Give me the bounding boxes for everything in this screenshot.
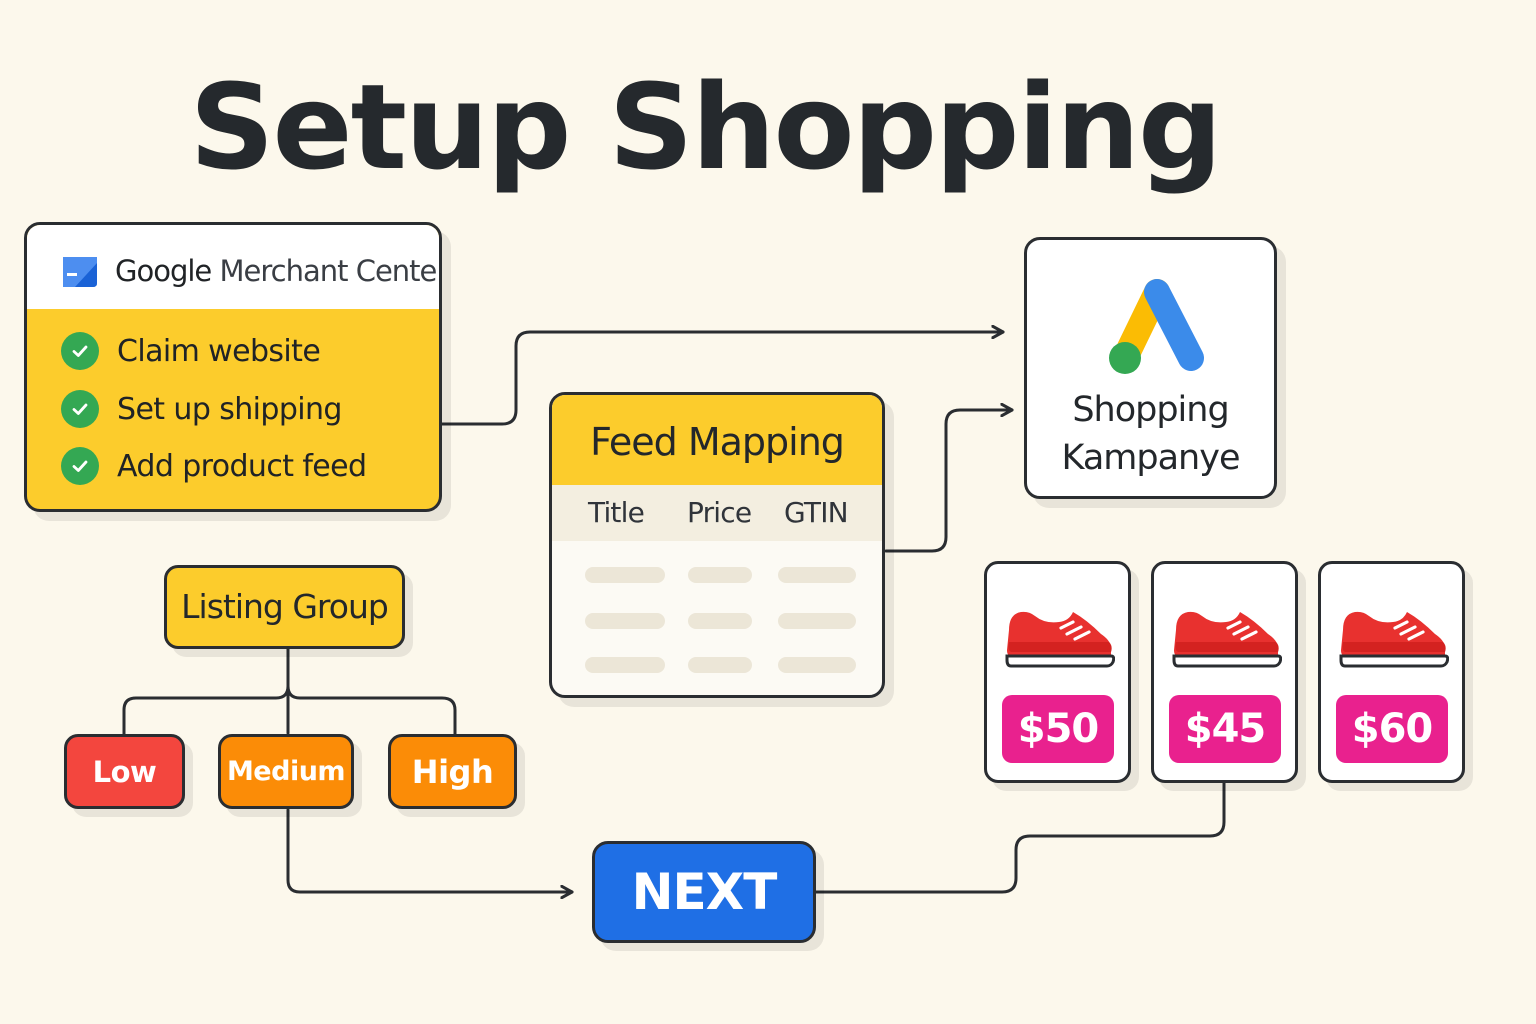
placeholder-cell (688, 657, 752, 673)
sneaker-icon (1005, 611, 1115, 668)
google-ads-logo-icon (1109, 279, 1204, 374)
column-header-gtin: GTIN (784, 496, 849, 529)
merchant-center-card: Google Merchant Center Claim website Set… (24, 222, 442, 512)
price-tag: $60 (1336, 695, 1448, 763)
placeholder-cell (585, 613, 665, 629)
campaign-label-line2: Kampanye (1061, 438, 1241, 478)
price-tag: $45 (1169, 695, 1281, 763)
priority-low-button[interactable]: Low (64, 734, 185, 809)
merchant-center-logo-icon (63, 257, 97, 287)
product-card[interactable]: $45 (1151, 561, 1298, 783)
step-label: Add product feed (117, 448, 367, 484)
sneaker-icon (1172, 611, 1282, 668)
priority-high-button[interactable]: High (388, 734, 517, 809)
listing-group-node[interactable]: Listing Group (164, 565, 405, 649)
connector-merchant-to-campaign (440, 332, 1003, 426)
checkmark-icon (61, 447, 99, 485)
column-header-title: Title (588, 496, 645, 529)
step-claim-website: Claim website (61, 331, 321, 371)
placeholder-cell (778, 613, 856, 629)
brand-product: Merchant Center (219, 254, 442, 288)
checkmark-icon (61, 332, 99, 370)
placeholder-cell (688, 567, 752, 583)
shopping-campaign-card: Shopping Kampanye (1024, 237, 1277, 499)
connector-next-to-products (814, 781, 1226, 894)
placeholder-cell (778, 567, 856, 583)
campaign-label: Shopping Kampanye (1027, 386, 1274, 482)
connector-group-tree (122, 647, 457, 736)
step-label: Claim website (117, 333, 321, 369)
merchant-center-brand: Google Merchant Center (115, 251, 442, 291)
placeholder-cell (585, 657, 665, 673)
feed-mapping-card: Feed Mapping Title Price GTIN (549, 392, 885, 698)
placeholder-cell (585, 567, 665, 583)
page-title: Setup Shopping (189, 58, 1223, 196)
step-set-up-shipping: Set up shipping (61, 389, 342, 429)
campaign-label-line1: Shopping (1072, 390, 1229, 430)
checkmark-icon (61, 390, 99, 428)
feed-mapping-title: Feed Mapping (552, 395, 882, 485)
sneaker-icon (1339, 611, 1449, 668)
step-add-product-feed: Add product feed (61, 446, 367, 486)
next-button[interactable]: NEXT (592, 841, 816, 943)
product-card[interactable]: $60 (1318, 561, 1465, 783)
price-tag: $50 (1002, 695, 1114, 763)
column-header-price: Price (687, 496, 752, 529)
placeholder-cell (688, 613, 752, 629)
brand-google: Google (115, 254, 212, 288)
placeholder-cell (778, 657, 856, 673)
merchant-center-header: Google Merchant Center (27, 225, 439, 309)
connector-medium-to-next (286, 808, 572, 892)
connector-feed-to-campaign (884, 410, 1012, 553)
priority-medium-button[interactable]: Medium (218, 734, 354, 809)
step-label: Set up shipping (117, 391, 342, 427)
feed-mapping-header-row: Title Price GTIN (552, 485, 882, 541)
product-card[interactable]: $50 (984, 561, 1131, 783)
